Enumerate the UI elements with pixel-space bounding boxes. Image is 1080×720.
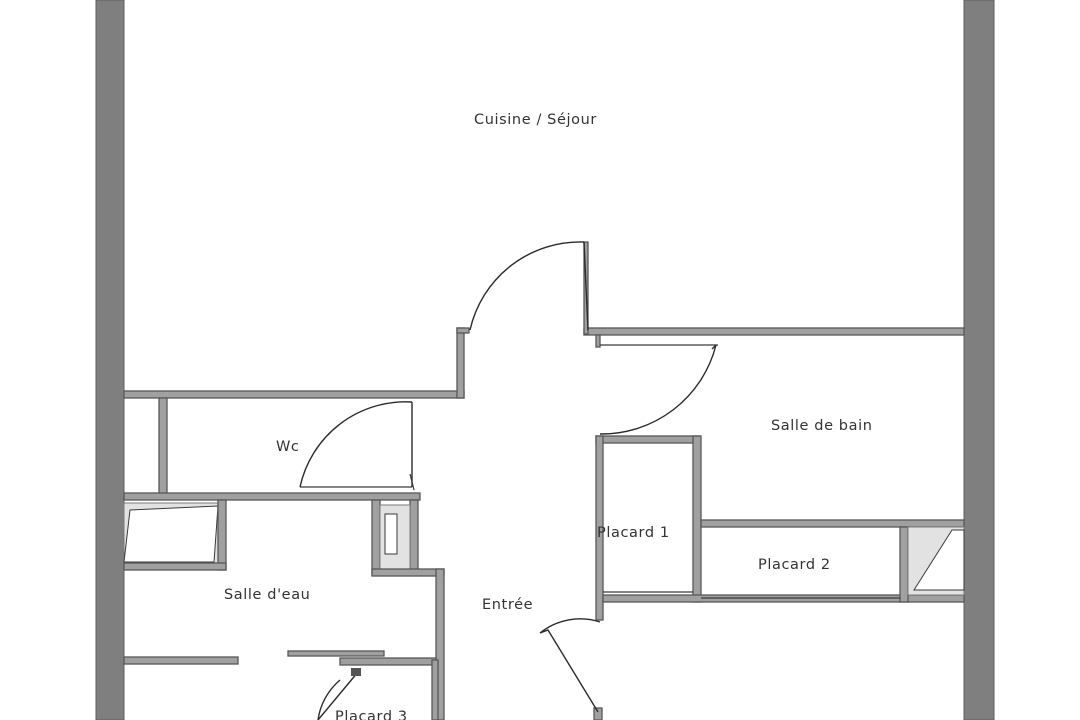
wall-entry-jamb: [593, 707, 603, 720]
entry-door-arc: [539, 618, 601, 634]
label-placard-2: Placard 2: [758, 557, 831, 573]
label-placard-1: Placard 1: [597, 525, 670, 541]
right-duct-fixture: [913, 529, 965, 591]
bath-door-arc: [599, 344, 717, 435]
label-entree: Entrée: [482, 597, 533, 613]
sejour-door-arc: [469, 241, 585, 331]
label-wc: Wc: [276, 439, 300, 455]
wall-salle-eau-box-right: [217, 499, 227, 571]
wall-placard2-right: [899, 526, 909, 603]
wall-placard1-left: [595, 435, 604, 621]
wall-salle-eau-box-bottom: [123, 562, 227, 571]
wall-sejour-bottom-right: [583, 327, 965, 336]
wall-placard1-top: [595, 435, 701, 444]
wc-door-arc: [299, 401, 413, 488]
entry-door-leaf: [539, 629, 599, 713]
wall-duct-bottom: [371, 568, 445, 577]
label-placard-3: Placard 3: [335, 709, 408, 720]
wall-placard3-left: [431, 659, 439, 720]
sejour-door-leaf: [583, 241, 589, 331]
wall-sejour-stub-cap: [456, 327, 470, 334]
wall-placard1-right: [692, 435, 702, 603]
placard3-door-hinge: [351, 668, 361, 676]
wall-placard3-top: [287, 650, 385, 657]
wall-salle-eau-bottom-left: [123, 656, 239, 665]
wall-sejour-bottom-left: [123, 390, 465, 399]
placard3-door-leaf: [317, 671, 359, 720]
wall-salle-eau-right: [435, 568, 445, 720]
label-salle-d-eau: Salle d'eau: [224, 587, 310, 603]
wall-wc-left: [158, 397, 168, 499]
wall-wc-bottom: [123, 492, 421, 501]
placard3-door-arc: [317, 679, 341, 720]
outer-wall-right: [963, 0, 995, 720]
label-salle-de-bain: Salle de bain: [771, 418, 873, 434]
salle-eau-upper-fixture: [123, 505, 219, 563]
bath-door-leaf: [711, 344, 717, 350]
wall-sejour-stub-vertical: [456, 327, 465, 399]
wall-placard2-top: [700, 519, 965, 528]
wall-duct-left: [371, 499, 381, 576]
wall-jamb-bath: [595, 334, 601, 348]
outer-wall-left: [95, 0, 125, 720]
wc-door-stop: [409, 473, 415, 491]
wall-placard3-top-right: [339, 657, 437, 666]
label-cuisine-sejour: Cuisine / Séjour: [474, 112, 597, 128]
duct-fixture: [384, 513, 398, 555]
wall-duct-right: [409, 499, 419, 576]
